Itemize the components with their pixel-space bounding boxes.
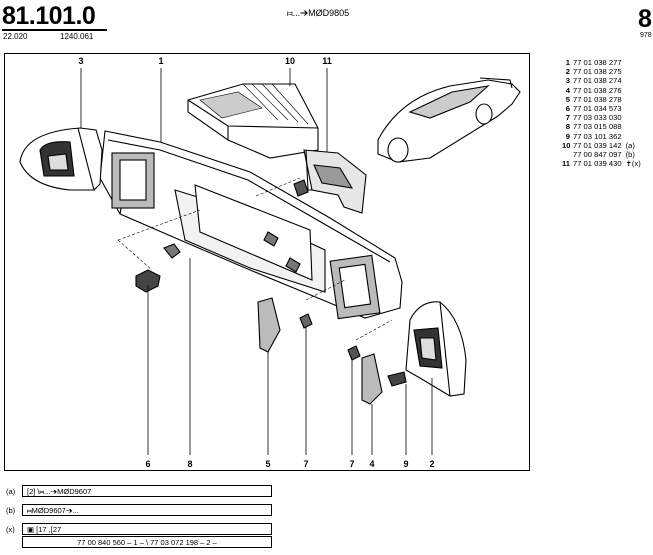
note-a: (a) [2] \⧦...➔MØD9607 (4, 485, 274, 498)
part-number: 9 (565, 131, 570, 141)
note-key: (x) (6, 525, 15, 534)
note-text: ⧦MØD9607➔... (22, 504, 272, 516)
part-number: 10 (562, 140, 571, 150)
left-light-cluster-drawing (19, 127, 103, 191)
part-reference: 77 03 033 030 (573, 113, 622, 123)
sub-code-right: 1240.061 (60, 32, 94, 41)
sub-code-left: 22.020 (3, 32, 28, 41)
dashed-guides (117, 177, 393, 341)
note-text: ▣ [17 ,[27 (22, 523, 272, 535)
page-edge-number: 8 (638, 5, 652, 33)
lamp-cover-drawing (187, 83, 319, 159)
plate-drawing (303, 149, 367, 214)
part-reference: 77 01 039 430 (573, 159, 622, 169)
callout-9: 9 (403, 459, 408, 469)
part-reference: 77 01 038 276 (573, 85, 622, 95)
reference-number: 81.101.0 (2, 2, 96, 30)
part-reference: 77 01 038 275 (573, 67, 622, 77)
callout-7b: 7 (349, 459, 354, 469)
callout-3: 3 (78, 56, 83, 66)
part-reference: 77 03 015 088 (573, 122, 622, 132)
part-number: 4 (565, 85, 570, 95)
callout-2: 2 (429, 459, 434, 469)
nut-drawing (293, 179, 309, 197)
part-reference: 77 01 038 277 (573, 58, 622, 67)
note-b: (b) ⧦MØD9607➔... (4, 504, 274, 517)
part-reference: 77 03 101 362 (573, 131, 622, 141)
part-7-drawing (299, 313, 313, 329)
note-key: (a) (6, 487, 16, 496)
diagram-frame (4, 53, 530, 471)
callout-6: 6 (145, 459, 150, 469)
note-key: (b) (6, 506, 16, 515)
part-note: (b) (625, 150, 635, 160)
tail-lamp-bar-drawing (99, 130, 403, 320)
part-number: 7 (565, 113, 570, 123)
note-x: (x) ▣ [17 ,[27 77 00 840 560 – 1 – \ 77 … (4, 523, 274, 549)
part-note: ✝(x) (625, 159, 641, 169)
part-number: 2 (565, 67, 570, 77)
callout-11: 11 (322, 56, 332, 66)
part-number: 11 (562, 159, 571, 169)
part-reference: 77 01 038 278 (573, 94, 622, 104)
parts-row: 77 00 847 097(b) (562, 150, 641, 159)
part-7b-drawing (347, 345, 361, 361)
part-5-drawing (257, 297, 281, 353)
part-4-drawing (361, 353, 383, 405)
part-9-drawing (387, 371, 407, 387)
callout-8: 8 (187, 459, 192, 469)
leader-lines (80, 68, 433, 455)
callout-5: 5 (265, 459, 270, 469)
part-reference: 77 01 034 573 (573, 104, 622, 114)
part-number: 5 (565, 94, 570, 104)
part-note: (a) (625, 140, 635, 150)
note-text: [2] \⧦...➔MØD9607 (22, 485, 272, 497)
page-edge-subnumber: 978 (640, 32, 652, 39)
part-number: 6 (565, 104, 570, 114)
part-8-drawing (163, 243, 181, 259)
callout-7: 7 (303, 459, 308, 469)
part-reference: 77 01 039 142 (573, 140, 622, 150)
part-reference: 77 00 847 097 (573, 150, 622, 160)
right-light-cluster-drawing (405, 301, 467, 397)
note-text-2: 77 00 840 560 – 1 – \ 77 03 072 198 – 2 … (22, 536, 272, 548)
part-number: 3 (565, 76, 570, 86)
car-drawing (377, 77, 521, 163)
model-code: ⧦...➔MØD9805 (287, 8, 350, 18)
callout-1: 1 (158, 56, 163, 66)
part-6-drawing (135, 269, 161, 293)
part-reference: 77 01 038 274 (573, 76, 622, 86)
title-underline (2, 29, 107, 31)
callout-10: 10 (285, 56, 295, 66)
callout-4: 4 (369, 459, 374, 469)
part-number: 8 (565, 122, 570, 132)
part-number: 1 (565, 58, 570, 67)
